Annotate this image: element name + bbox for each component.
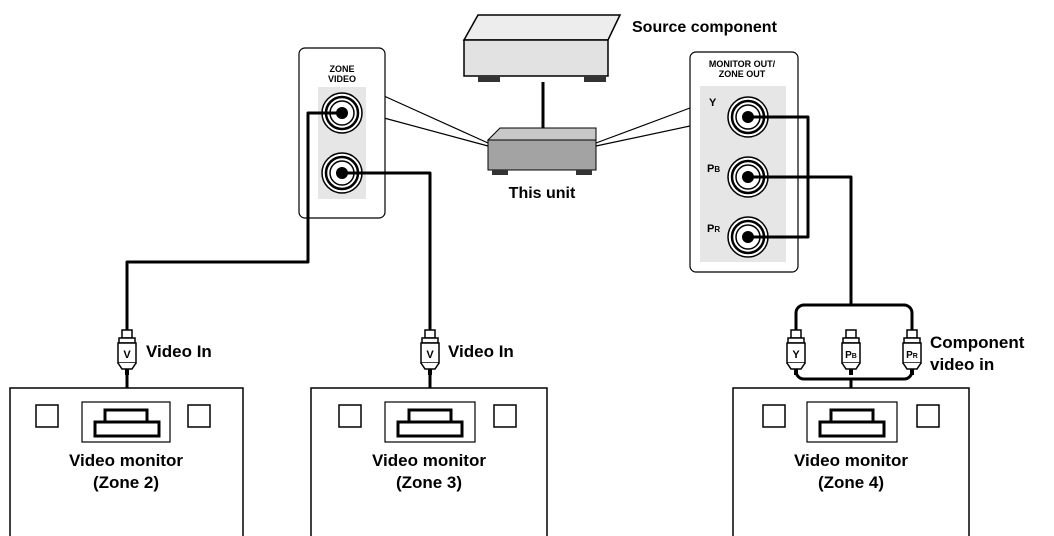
video-in-label-zone3: Video In [448,342,514,361]
zone-video-title-line2: VIDEO [328,74,356,84]
monitor-zone2-line2: (Zone 2) [93,473,159,492]
callout-lines [383,95,691,147]
monitor-out-title-line2: ZONE OUT [719,69,766,79]
monitor-zone4-line2: (Zone 4) [818,473,884,492]
plug-pb-letter: PB [845,350,857,361]
monitor-out-title-line1: MONITOR OUT/ [709,59,776,69]
monitor-zone3-line2: (Zone 3) [396,473,462,492]
this-unit-label: This unit [509,185,576,202]
plug-component-pr: PR [902,329,922,375]
jack-label-pr: PR [707,223,720,235]
plug-zone2-letter: V [123,349,131,361]
monitor-zone3-line1: Video monitor [372,451,486,470]
cable-component-pb [748,175,853,305]
video-monitor-zone2: Video monitor (Zone 2) [9,387,244,536]
video-in-label-zone2: Video In [146,342,212,361]
plug-y-letter: Y [792,349,800,361]
monitor-zone4-line1: Video monitor [794,451,908,470]
zone-video-title-line1: ZONE [329,64,354,74]
cable-zone2 [125,111,342,332]
component-video-in-label-line1: Component [930,333,1025,352]
component-video-in-label-line2: video in [930,355,994,374]
plug-component-y: Y [786,329,806,375]
plug-pr-letter: PR [906,350,918,361]
jack-label-pb: PB [707,163,720,175]
source-component-label: Source component [632,19,778,36]
this-unit [486,127,597,175]
monitor-zone2-line1: Video monitor [69,451,183,470]
cable-zone3 [342,171,432,332]
jack-label-y: Y [709,97,717,109]
plug-zone3: V [420,329,440,375]
plug-zone2: V [117,329,137,375]
plug-component-pb: PB [841,329,861,375]
plug-zone3-letter: V [426,349,434,361]
source-component [462,14,622,82]
video-monitor-zone4: Video monitor (Zone 4) [732,387,970,536]
video-monitor-zone3: Video monitor (Zone 3) [310,387,548,536]
